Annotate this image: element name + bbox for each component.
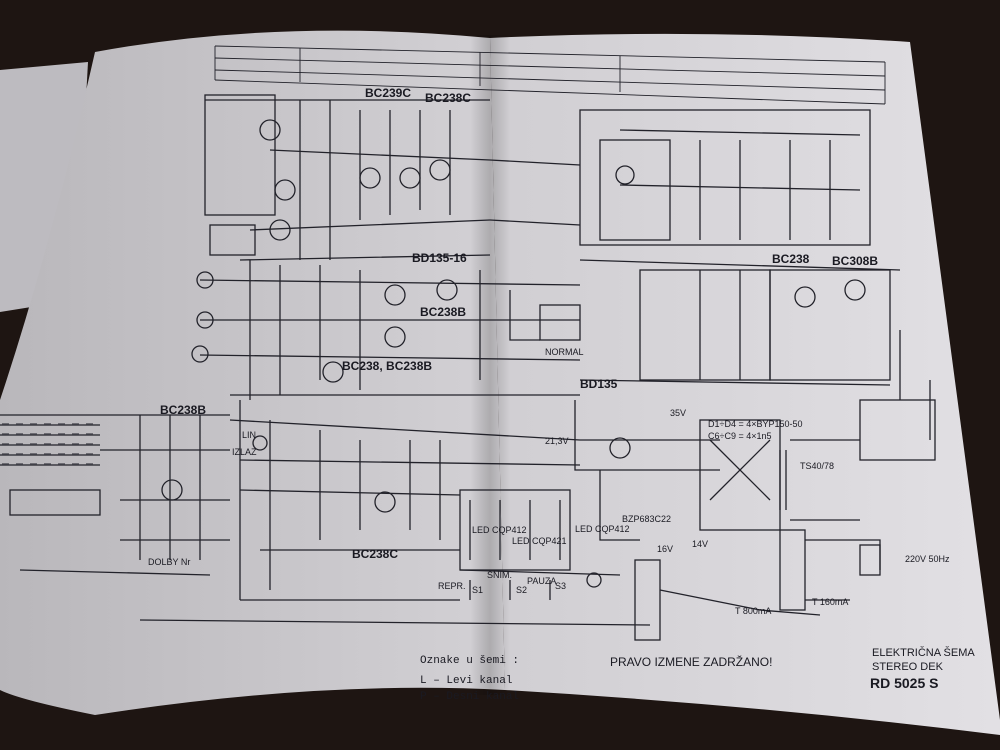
label-s2: S2 (516, 585, 528, 595)
title-line-1: ELEKTRIČNA ŠEMA (872, 647, 975, 659)
label-35v: 35V (670, 408, 687, 418)
label-normal: NORMAL (545, 347, 584, 357)
label-dolby: DOLBY Nr (148, 557, 191, 567)
label-lin: LIN (242, 430, 257, 440)
label-bc239c: BC239C (365, 86, 412, 100)
label-fuse-primary: T 160mA (812, 597, 849, 607)
label-led2: LED CQP421 (512, 536, 567, 546)
label-14v: 14V (692, 539, 709, 549)
label-bd135: BD135 (580, 377, 618, 391)
label-fuse-main: T 800mA (735, 606, 772, 616)
label-bc238b-left: BC238B (160, 403, 207, 417)
title-line-2: STEREO DEK (872, 661, 943, 673)
label-s3: S3 (555, 581, 567, 591)
led-segment-array (0, 418, 100, 468)
label-bc238c-top: BC238C (425, 91, 472, 105)
label-transformer: TS40/78 (800, 461, 835, 471)
legend-left-channel: L – Levi kanal (420, 675, 513, 687)
label-bc238c-bottom: BC238C (352, 547, 399, 561)
label-caps: C6÷C9 = 4×1n5 (708, 431, 772, 441)
label-s1: S1 (472, 585, 484, 595)
label-bc238b-mid: BC238B (420, 305, 467, 319)
label-bc238-right: BC238 (772, 252, 810, 266)
rights-notice: PRAVO IZMENE ZADRŽANO! (610, 655, 773, 669)
label-zener: BZP683C22 (622, 514, 672, 524)
label-bc308b: BC308B (832, 254, 879, 268)
page-gutter (470, 35, 510, 695)
label-snim: SNIM. (487, 570, 513, 580)
label-21v: 21,3V (545, 436, 569, 446)
label-pauza: PAUZA (527, 576, 557, 586)
title-model: RD 5025 S (870, 675, 939, 691)
label-repr: REPR. (438, 581, 466, 591)
label-led1: LED CQP412 (472, 525, 527, 535)
label-bd135-16: BD135-16 (412, 251, 467, 265)
circuit-schematic (0, 45, 936, 641)
label-diodes: D1÷D4 = 4×BYP150-50 (708, 419, 803, 429)
legend-title: Oznake u šemi : (420, 655, 520, 667)
label-mains: 220V 50Hz (905, 554, 950, 564)
legend-right-channel: P – Desni kanal (420, 691, 520, 703)
label-16v: 16V (657, 544, 674, 554)
label-led3: LED CQP412 (575, 524, 630, 534)
label-izlaz: IZLAZ (232, 447, 257, 457)
label-bc238-bc238b: BC238, BC238B (342, 359, 433, 373)
right-page (490, 33, 1000, 736)
left-page (0, 30, 505, 716)
